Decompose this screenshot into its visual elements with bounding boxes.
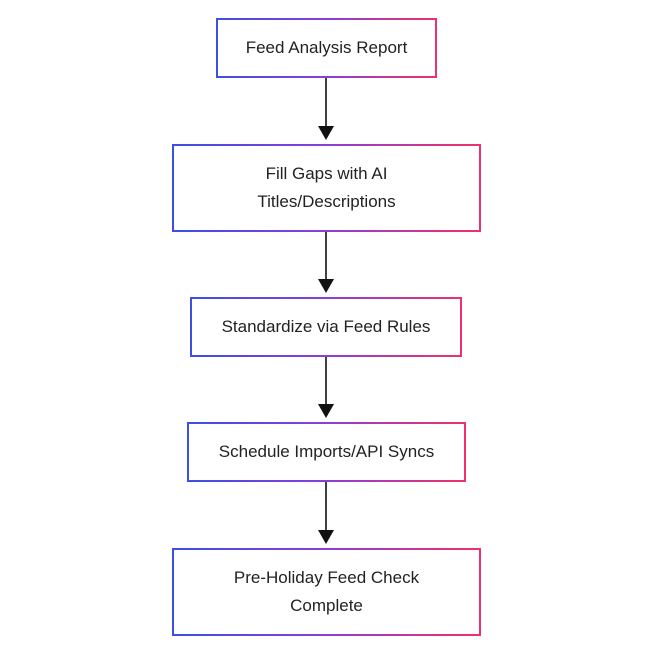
edge-n2-n3	[318, 232, 334, 293]
node-pre-holiday-check: Pre-Holiday Feed Check Complete	[172, 548, 481, 636]
node-schedule-imports: Schedule Imports/API Syncs	[187, 422, 466, 482]
arrowhead-icon	[318, 530, 334, 544]
node-feed-analysis-report: Feed Analysis Report	[216, 18, 437, 78]
arrowhead-icon	[318, 279, 334, 293]
arrowhead-icon	[318, 404, 334, 418]
node-label: Pre-Holiday Feed Check Complete	[233, 568, 420, 615]
node-label: Standardize via Feed Rules	[221, 317, 431, 336]
node-label: Fill Gaps with AI Titles/Descriptions	[257, 164, 396, 211]
node-label: Feed Analysis Report	[245, 38, 408, 57]
node-label: Schedule Imports/API Syncs	[218, 442, 435, 461]
edge-n3-n4	[318, 357, 334, 418]
node-standardize-feed-rules: Standardize via Feed Rules	[190, 297, 462, 357]
arrowhead-icon	[318, 126, 334, 140]
node-fill-gaps: Fill Gaps with AI Titles/Descriptions	[172, 144, 481, 232]
edge-n1-n2	[318, 78, 334, 140]
edge-n4-n5	[318, 482, 334, 544]
